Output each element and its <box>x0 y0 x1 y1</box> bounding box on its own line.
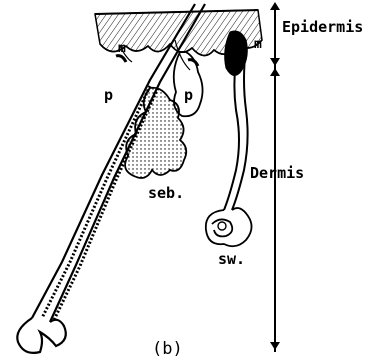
papilla-left-label: p <box>104 86 113 104</box>
figure-caption: (b) <box>152 339 183 359</box>
sweat-gland-label: sw. <box>218 250 245 268</box>
muscle-left-label: m <box>118 41 126 56</box>
epidermis-label: Epidermis <box>282 18 363 36</box>
muscle-right-label: m <box>254 37 262 52</box>
sebaceous-gland <box>125 88 186 178</box>
sebaceous-gland-label: seb. <box>148 184 184 202</box>
dermis-label: Dermis <box>250 164 304 182</box>
papilla-right-label: p <box>184 86 193 104</box>
hair-follicle <box>17 4 205 353</box>
sweat-gland <box>206 48 252 246</box>
